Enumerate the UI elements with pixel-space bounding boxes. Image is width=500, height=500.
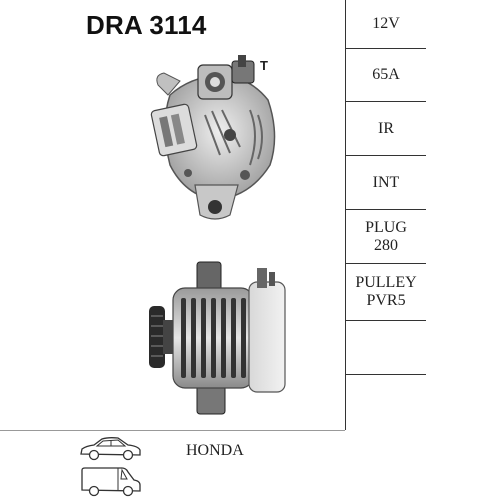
spec-pulley-label: PULLEY xyxy=(355,274,417,291)
spec-fan-value: INT xyxy=(372,173,400,191)
vehicle-section-divider xyxy=(0,430,345,431)
spec-regulator-value: IR xyxy=(378,119,394,137)
alternator-rear-view-image xyxy=(150,55,276,220)
spec-voltage: 12V xyxy=(346,0,426,48)
spec-plug-value: 280 xyxy=(374,236,398,254)
vehicle-brand: HONDA xyxy=(186,442,244,459)
spec-voltage-value: 12V xyxy=(372,15,400,32)
car-sedan-icon xyxy=(80,437,141,461)
spec-divider xyxy=(346,320,426,321)
spec-divider xyxy=(346,263,426,264)
spec-divider xyxy=(346,155,426,156)
spec-divider xyxy=(346,209,426,210)
spec-amperage: 65A xyxy=(346,49,426,101)
spec-divider xyxy=(346,374,426,375)
spec-column-divider xyxy=(345,0,346,430)
alternator-side-view-image xyxy=(149,261,286,415)
spec-empty-1 xyxy=(346,321,426,374)
spec-divider xyxy=(346,101,426,102)
part-number-title: DRA 3114 xyxy=(86,10,207,40)
spec-divider xyxy=(346,48,426,49)
spec-plug-label: PLUG xyxy=(365,218,407,236)
spec-amperage-value: 65A xyxy=(372,66,400,83)
spec-plug: PLUG 280 xyxy=(346,210,426,263)
spec-regulator: IR xyxy=(346,102,426,155)
spec-fan: INT xyxy=(346,156,426,209)
spec-empty-2 xyxy=(346,375,426,430)
spec-pulley: PULLEY PVR5 xyxy=(346,264,426,320)
spec-pulley-value: PVR5 xyxy=(366,292,406,309)
terminal-label: T xyxy=(260,58,268,73)
van-icon xyxy=(81,467,141,497)
